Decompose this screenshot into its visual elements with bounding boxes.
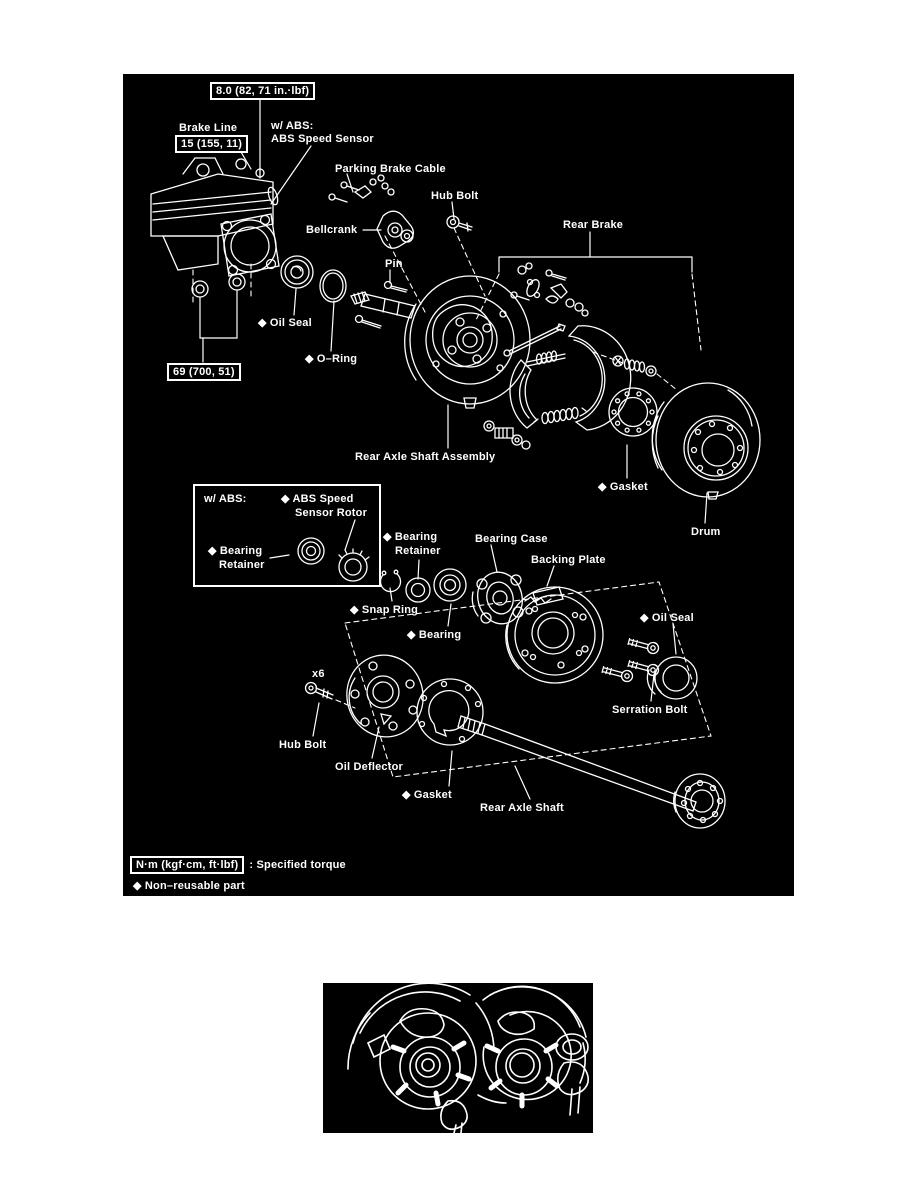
abs-inset-parts-drawing (297, 537, 370, 582)
label-hub-bolt-bottom: Hub Bolt (279, 739, 327, 751)
label-o-ring: ◆ O–Ring (305, 353, 358, 365)
bellcrank-drawing (376, 210, 415, 249)
torque-callout-axle-nuts: 69 (700, 51) (167, 363, 241, 381)
stub-shaft-drawing (350, 291, 416, 319)
pin-drawing (354, 280, 408, 329)
label-abs-speed-sensor: ABS Speed Sensor (271, 133, 374, 145)
bearing-drawing (433, 568, 467, 602)
exploded-diagram-panel: 8.0 (82, 71 in.·lbf) Brake Line 15 (155,… (123, 74, 794, 896)
parking-brake-cable-drawing (328, 174, 395, 203)
rear-axle-shaft-assembly-drawing (404, 275, 531, 409)
right-hub-illustration (477, 985, 590, 1116)
label-brake-line: Brake Line (179, 122, 238, 134)
label-rear-brake: Rear Brake (563, 219, 624, 231)
bearing-case-drawing (471, 571, 524, 625)
shoe-hold-spring-drawing (612, 355, 657, 377)
legend-torque-box: N·m (kgf·cm, ft·lbf) (130, 856, 245, 874)
label-rear-axle-shaft: Rear Axle Shaft (480, 802, 564, 814)
label-bearing-retainer-line2: Retainer (395, 545, 441, 557)
label-gasket-bottom: ◆ Gasket (402, 789, 452, 801)
label-hub-bolt-top: Hub Bolt (431, 190, 479, 202)
gasket-bottom-drawing (416, 678, 484, 746)
label-bearing-retainer-line1: ◆ Bearing (383, 531, 438, 543)
abs-inset-rotor-line2: Sensor Rotor (295, 507, 368, 519)
rear-brake-parts-drawing (483, 262, 632, 450)
legend-torque-row: N·m (kgf·cm, ft·lbf) : Specified torque (130, 856, 346, 874)
label-bearing: ◆ Bearing (407, 629, 462, 641)
oil-deflector-drawing (346, 654, 424, 738)
label-drum: Drum (691, 526, 721, 538)
rear-axle-shaft-drawing (457, 715, 726, 829)
o-ring-drawing (319, 269, 347, 303)
drum-drawing (651, 382, 761, 500)
label-w-abs: w/ ABS: (271, 120, 314, 132)
exploded-diagram-artwork (150, 99, 761, 829)
hub-illustration-artwork (347, 983, 590, 1133)
label-bearing-case: Bearing Case (475, 533, 548, 545)
hub-bolt-top-drawing (446, 215, 473, 232)
legend-torque-caption: : Specified torque (249, 858, 346, 871)
legend-non-reusable: ◆ Non–reusable part (133, 880, 245, 892)
label-gasket-top: ◆ Gasket (598, 481, 648, 493)
axle-housing-drawing (150, 157, 280, 298)
left-hub-illustration (347, 983, 495, 1133)
label-snap-ring: ◆ Snap Ring (350, 604, 419, 616)
label-oil-deflector: Oil Deflector (335, 761, 404, 773)
label-parking-brake-cable: Parking Brake Cable (335, 163, 446, 175)
abs-inset-rotor-line1: ◆ ABS Speed (281, 493, 354, 505)
torque-callout-brake-line: 15 (155, 11) (175, 135, 249, 153)
oil-seal-top-drawing (280, 255, 314, 289)
label-oil-seal-top: ◆ Oil Seal (258, 317, 312, 329)
serration-bolt-drawing (601, 637, 660, 683)
label-backing-plate: Backing Plate (531, 554, 606, 566)
leader-lines (199, 99, 708, 800)
torque-callout-top: 8.0 (82, 71 in.·lbf) (210, 82, 316, 100)
oil-seal-bottom-drawing (646, 656, 698, 700)
hub-illustration-panel (323, 983, 593, 1133)
label-pin: Pin (385, 258, 403, 270)
label-x6: x6 (312, 668, 325, 680)
label-serration-bolt: Serration Bolt (612, 704, 688, 716)
label-rear-axle-shaft-assembly: Rear Axle Shaft Assembly (355, 451, 496, 463)
bearing-retainer-drawing (405, 577, 431, 603)
label-bellcrank: Bellcrank (306, 224, 358, 236)
abs-inset-retainer-line2: Retainer (219, 559, 265, 571)
backing-plate-drawing (505, 586, 604, 684)
label-oil-seal-bottom: ◆ Oil Seal (640, 612, 694, 624)
abs-inset-box: w/ ABS: ◆ ABS Speed Sensor Rotor ◆ Beari… (193, 484, 381, 587)
abs-inset-heading: w/ ABS: (204, 493, 247, 505)
gasket-top-drawing (608, 387, 658, 437)
hub-bolt-bottom-drawing (304, 681, 334, 700)
abs-inset-retainer-line1: ◆ Bearing (208, 545, 263, 557)
